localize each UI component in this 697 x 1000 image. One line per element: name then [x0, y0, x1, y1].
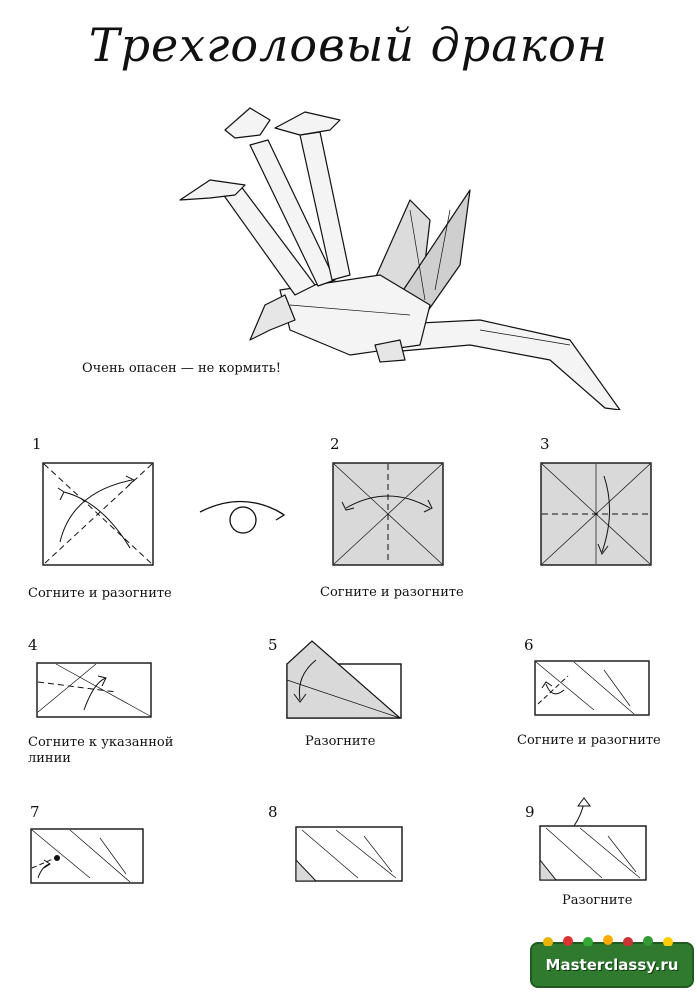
step-number: 2: [330, 435, 340, 453]
step-9-diagram: [539, 797, 647, 881]
step-5-caption: Разогните: [305, 734, 376, 749]
step-number: 9: [525, 803, 535, 821]
step-9-caption: Разогните: [562, 893, 633, 908]
logo-decoration-icon: [543, 935, 673, 946]
step-6-diagram: [534, 660, 650, 716]
step-number: 3: [540, 435, 550, 453]
step-2-caption: Согните и разогните: [320, 585, 464, 600]
step-number: 1: [32, 435, 42, 453]
step-1-diagram: [42, 462, 154, 566]
step-2-diagram: [332, 462, 444, 566]
step-6-caption: Согните и разогните: [517, 733, 661, 748]
turn-over-icon: [199, 500, 286, 534]
step-4-caption: Согните к указанной линии: [28, 735, 174, 766]
step-number: 7: [30, 803, 40, 821]
watermark-logo: Masterclassy.ru: [530, 935, 694, 988]
step-number: 4: [28, 636, 38, 654]
step-3-diagram: [540, 462, 652, 566]
step-number: 6: [524, 636, 534, 654]
hero-caption: Очень опасен — не кормить!: [82, 361, 281, 376]
dragon-illustration: [179, 107, 621, 410]
step-7-diagram: [30, 828, 144, 884]
watermark-text: Masterclassy.ru: [545, 956, 679, 974]
step-4-diagram: [36, 662, 152, 718]
step-number: 8: [268, 803, 278, 821]
step-5-diagram: [286, 640, 402, 719]
page-title: Трехголовый дракон: [88, 18, 609, 72]
step-1-caption: Согните и разогните: [28, 586, 172, 601]
step-8-diagram: [295, 826, 403, 882]
step-number: 5: [268, 636, 278, 654]
